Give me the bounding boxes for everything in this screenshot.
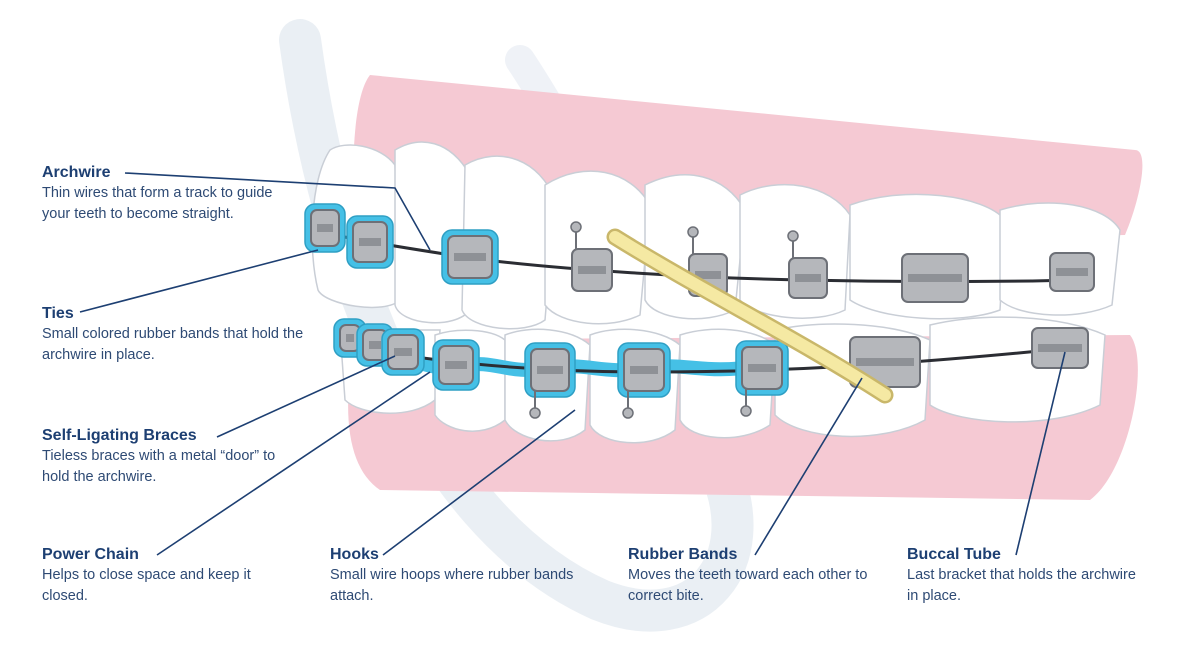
bracket: [346, 215, 394, 269]
bracket-slot: [695, 271, 721, 279]
leader-archwire: [124, 172, 431, 251]
bracket: [787, 230, 828, 299]
bracket-slot: [369, 341, 381, 349]
label-rubber-bands-desc: Moves the teeth toward each other to cor…: [628, 567, 868, 604]
bracket-slot: [795, 274, 821, 282]
bracket-slot: [630, 366, 658, 374]
leader-hooks: [382, 409, 576, 556]
label-archwire-desc: Thin wires that form a track to guide yo…: [42, 185, 273, 222]
bracket: [901, 253, 969, 303]
label-self-ligating-title: Self-Ligating Braces: [42, 427, 197, 444]
bracket: [304, 203, 346, 253]
leader-power-chain: [156, 371, 431, 556]
bracket-slot: [454, 253, 486, 261]
bracket-slot: [1038, 344, 1082, 352]
bracket: [381, 328, 425, 376]
hook-tip: [570, 221, 582, 233]
label-rubber-bands: Rubber Bands Moves the teeth toward each…: [628, 545, 883, 606]
bracket: [1031, 327, 1089, 369]
label-power-chain-title: Power Chain: [42, 546, 139, 563]
bracket-slot: [394, 348, 412, 356]
label-power-chain: Power Chain Helps to close space and kee…: [42, 545, 297, 606]
hook-tip: [740, 405, 752, 417]
bracket-slot: [748, 364, 776, 372]
hook-tip: [687, 226, 699, 238]
leader-rubber-bands: [754, 377, 863, 556]
bracket-slot: [908, 274, 962, 282]
label-hooks-desc: Small wire hoops where rubber bands atta…: [330, 567, 574, 604]
label-buccal-tube-title: Buccal Tube: [907, 546, 1001, 563]
label-ties-desc: Small colored rubber bands that hold the…: [42, 326, 304, 363]
label-buccal-tube-desc: Last bracket that holds the archwire in …: [907, 567, 1136, 604]
label-archwire-title: Archwire: [42, 164, 111, 181]
label-archwire: Archwire Thin wires that form a track to…: [42, 163, 302, 224]
bracket: [1049, 252, 1095, 292]
leader-lines: [79, 172, 1066, 556]
label-self-ligating: Self-Ligating Braces Tieless braces with…: [42, 426, 287, 487]
label-ties-title: Ties: [42, 305, 74, 322]
label-rubber-bands-title: Rubber Bands: [628, 546, 738, 563]
hook-tip: [622, 407, 634, 419]
hook-tip: [529, 407, 541, 419]
bracket: [617, 342, 671, 419]
bracket-slot: [445, 361, 467, 369]
leader-self-ligating: [216, 355, 396, 438]
bracket-slot: [359, 238, 381, 246]
label-self-ligating-desc: Tieless braces with a metal “door” to ho…: [42, 448, 276, 485]
leader-buccal-tube: [1015, 351, 1066, 556]
bracket-slot: [346, 334, 354, 342]
bracket: [441, 229, 499, 285]
bracket-slot: [578, 266, 606, 274]
bracket-slot: [856, 358, 914, 366]
bracket-slot: [537, 366, 563, 374]
bracket: [570, 221, 613, 292]
bracket-slot: [317, 224, 333, 232]
label-hooks-title: Hooks: [330, 546, 379, 563]
upper-brackets: [304, 203, 1095, 303]
label-hooks: Hooks Small wire hoops where rubber band…: [330, 545, 595, 606]
leader-ties: [79, 249, 319, 313]
bracket: [432, 339, 480, 391]
bracket-slot: [1056, 268, 1088, 276]
bracket: [524, 342, 576, 419]
rubber-band: [609, 231, 891, 401]
label-buccal-tube: Buccal Tube Last bracket that holds the …: [907, 545, 1147, 606]
lower-brackets: [333, 318, 1089, 419]
bracket: [735, 340, 789, 417]
label-ties: Ties Small colored rubber bands that hol…: [42, 304, 312, 365]
hook-tip: [787, 230, 799, 242]
label-power-chain-desc: Helps to close space and keep it closed.: [42, 567, 251, 604]
